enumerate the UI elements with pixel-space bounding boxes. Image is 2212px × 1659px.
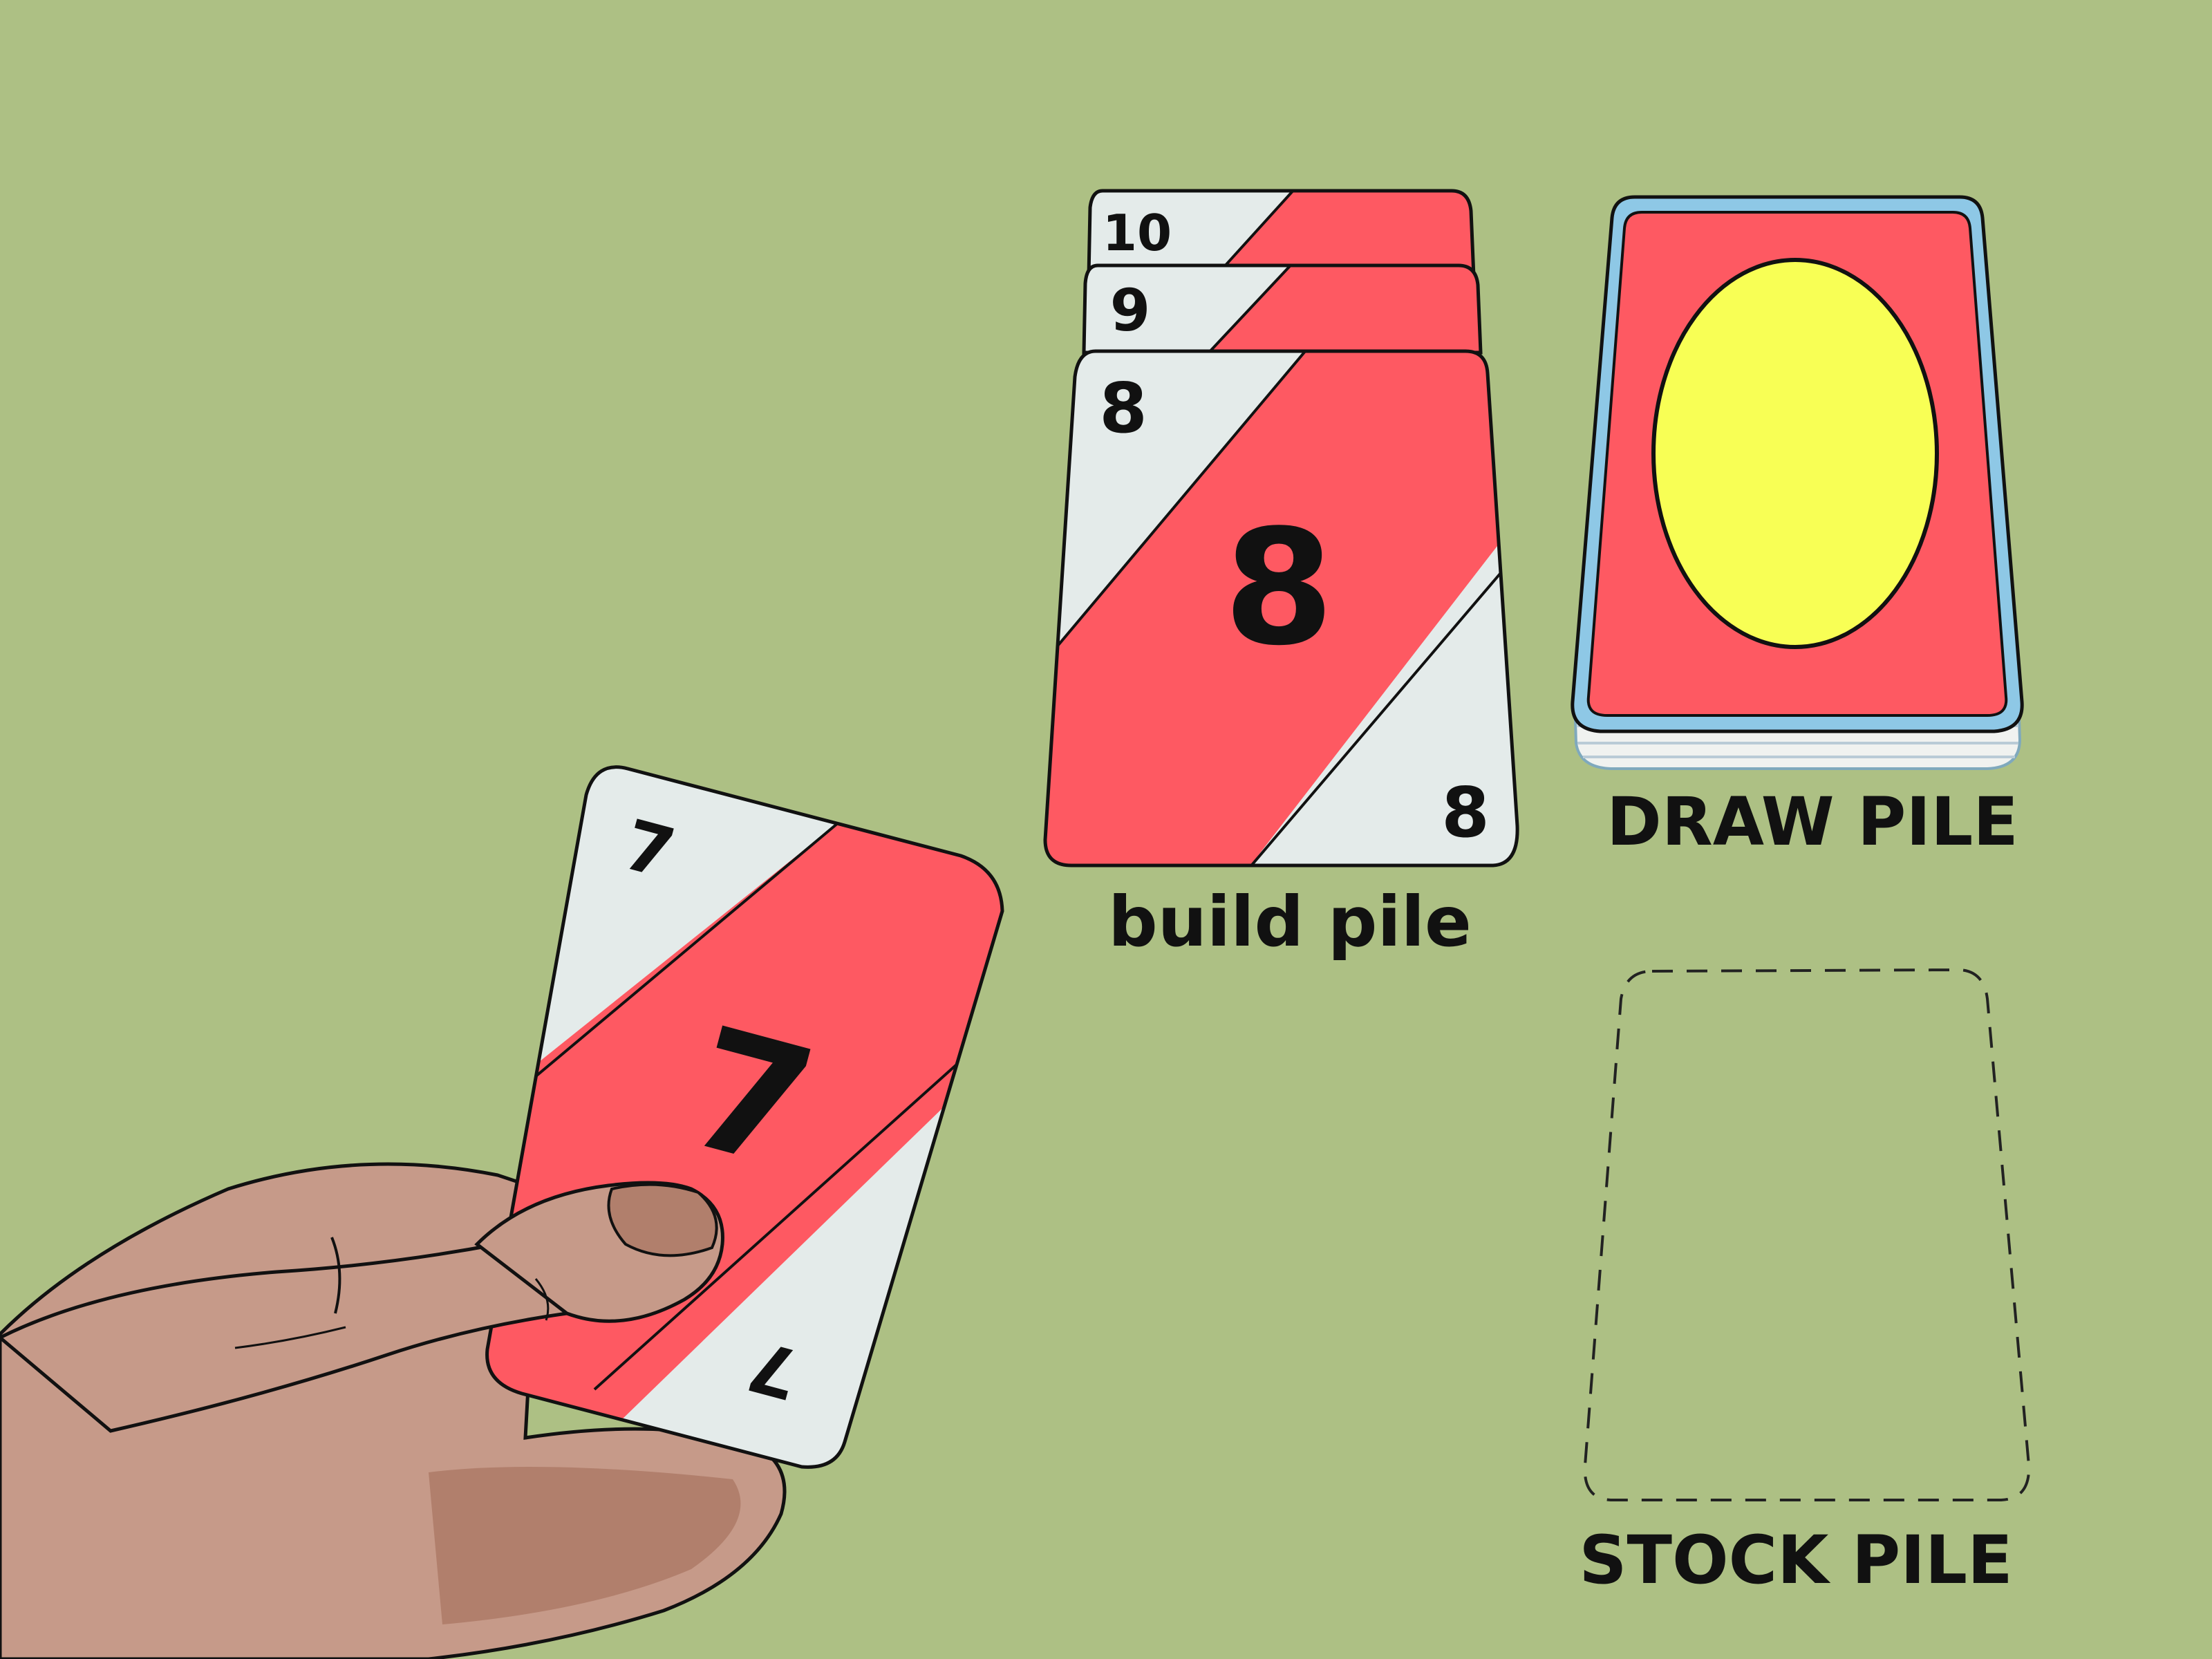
- draw-pile-card-back: [1571, 195, 2024, 733]
- hand-card-7[interactable]: 7 7 7: [449, 747, 1023, 1493]
- card-back-oval: [1651, 258, 1939, 649]
- build-pile-card-9-rank: 9: [1110, 276, 1150, 344]
- hand-fingers: [0, 1181, 724, 1433]
- build-pile[interactable]: 10 9 8 8 8: [1037, 0, 1535, 878]
- stock-pile-slot[interactable]: [1583, 968, 2031, 1501]
- draw-pile[interactable]: [1571, 195, 2024, 770]
- build-pile-label: build pile: [1108, 881, 1472, 962]
- hand-finger-shadow: [429, 1467, 741, 1624]
- stock-pile-label: STOCK PILE: [1579, 1521, 2012, 1599]
- build-pile-card-10-rank: 10: [1103, 204, 1172, 262]
- draw-pile-label: DRAW PILE: [1606, 783, 2018, 861]
- thumb-nail: [607, 1183, 718, 1257]
- build-pile-card-8-center: 8: [1224, 496, 1334, 681]
- build-pile-card-8-corner-top: 8: [1099, 368, 1147, 449]
- build-pile-card-9: 9: [1082, 263, 1483, 355]
- build-pile-card-8-corner-bottom: 8: [1441, 772, 1490, 853]
- build-pile-card-8: 8 8 8: [1043, 349, 1519, 868]
